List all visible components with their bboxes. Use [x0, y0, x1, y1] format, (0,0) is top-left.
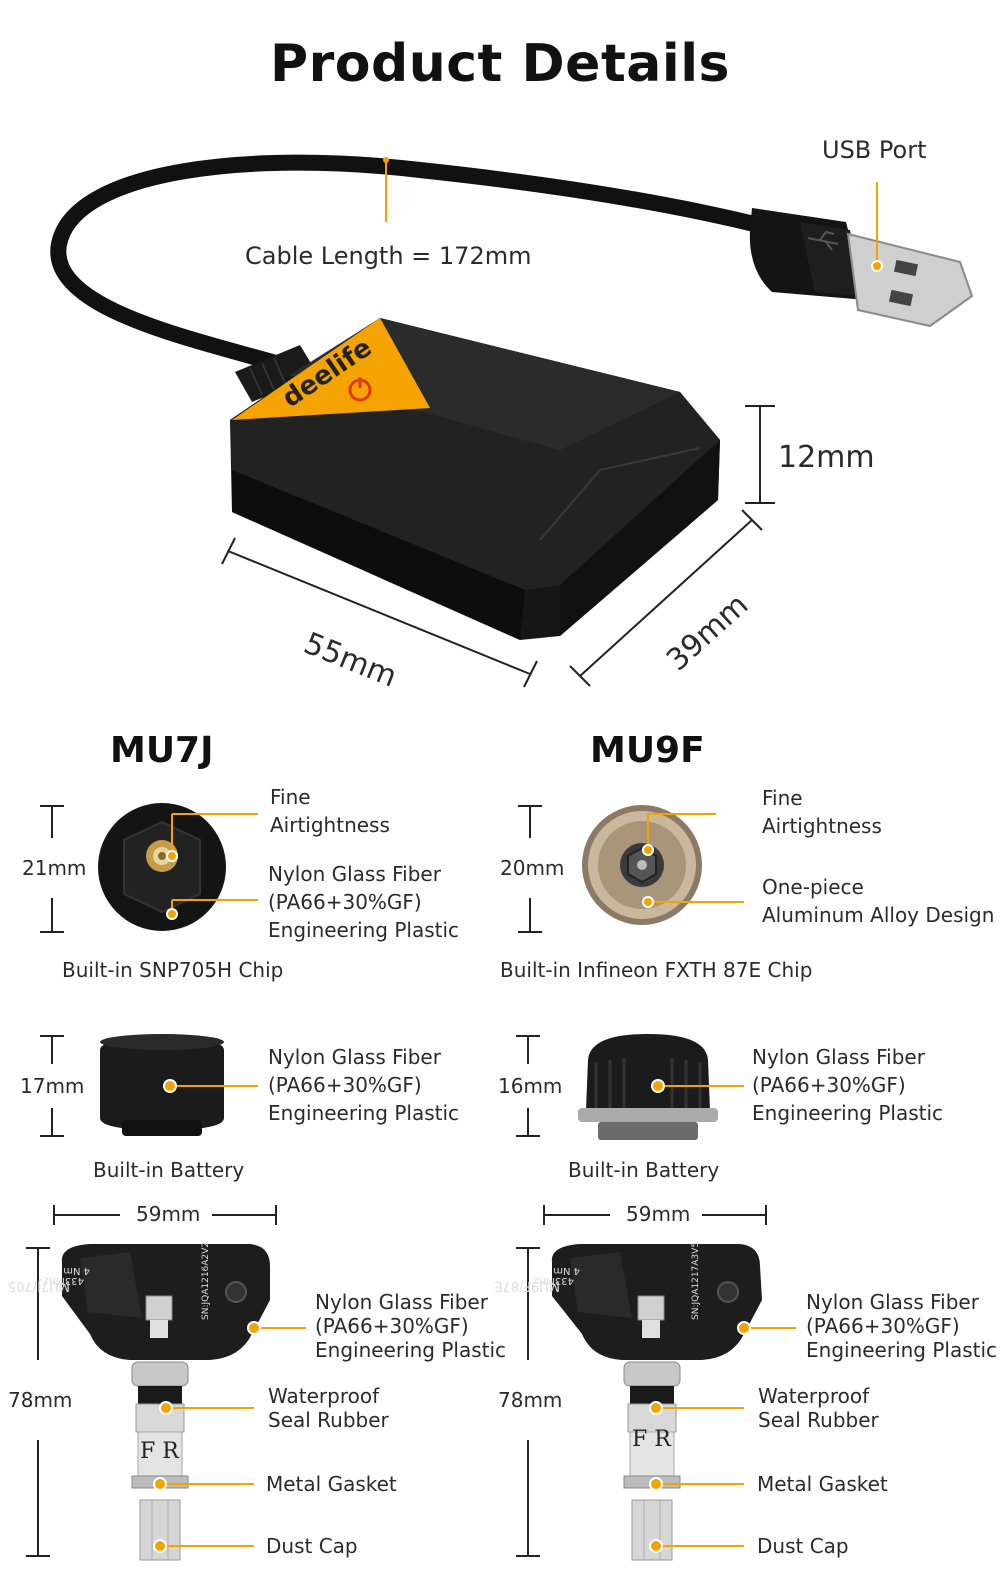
mu7j-valve-marking-model: MU7J/705	[8, 1278, 70, 1293]
mu7j-valve-height: 78mm	[8, 1388, 73, 1412]
mu9f-stem-letters: F R	[632, 1427, 672, 1452]
model-title-mu7j: MU7J	[110, 730, 214, 771]
brand-power-icon	[348, 377, 372, 402]
mu9f-chip-label: Built-in Infineon FXTH 87E Chip	[500, 958, 813, 982]
mu7j-valve-width: 59mm	[136, 1202, 201, 1226]
cable-strain-relief	[235, 345, 318, 402]
mu7j-seal-rubber-label: Waterproof Seal Rubber	[268, 1384, 389, 1432]
mu7j-internal-material-label: Nylon Glass Fiber (PA66+30%GF) Engineeri…	[268, 862, 460, 942]
mu9f-dust-cap-label: Dust Cap	[757, 1534, 849, 1558]
receiver-illustration: deelife	[50, 154, 974, 688]
mu7j-external-material-label: Nylon Glass Fiber (PA66+30%GF) Engineeri…	[268, 1045, 460, 1125]
usb-symbol-icon	[807, 230, 839, 251]
mu9f-external-cap	[586, 1034, 710, 1110]
mu7j-valve-material-label: Nylon Glass Fiber (PA66+30%GF) Engineeri…	[315, 1290, 507, 1362]
mu9f-external-material-label: Nylon Glass Fiber (PA66+30%GF) Engineeri…	[752, 1045, 944, 1125]
mu7j-valve-marking-freq: 433MHz	[44, 1275, 84, 1286]
mu7j-airtightness-label: Fine Airtightness	[270, 785, 390, 837]
mu9f-internal-height: 20mm	[500, 856, 565, 880]
mu9f-valve-material-label: Nylon Glass Fiber (PA66+30%GF) Engineeri…	[806, 1290, 998, 1362]
mu7j-chip-label: Built-in SNP705H Chip	[62, 958, 284, 982]
mu9f-seal-rubber-label: Waterproof Seal Rubber	[758, 1384, 879, 1432]
mu7j-external-cap	[100, 1038, 224, 1130]
mu9f-valve-marking-torque: 4 Nm	[553, 1265, 580, 1276]
mu9f-external-height: 16mm	[498, 1074, 563, 1098]
mu7j-battery-label: Built-in Battery	[93, 1158, 245, 1182]
usb-cable	[50, 154, 778, 378]
usb-port-label: USB Port	[822, 136, 927, 164]
usb-metal-connector	[846, 232, 974, 328]
mu9f-battery-label: Built-in Battery	[568, 1158, 720, 1182]
mu7j-metal-gasket-label: Metal Gasket	[266, 1472, 397, 1496]
mu9f-valve-marking-serial: SN:JQA1217A3V5	[691, 1242, 701, 1320]
receiver-brand-label	[232, 318, 430, 420]
mu9f-valve-marking-freq: 433MHz	[534, 1275, 574, 1286]
mu7j-external-height: 17mm	[20, 1074, 85, 1098]
mu7j-valve-marking-serial: SN:JQA1216A2V2	[201, 1242, 211, 1320]
mu7j-valve-marking-torque: 4 Nm	[63, 1265, 90, 1276]
mu7j-dust-cap-label: Dust Cap	[266, 1534, 358, 1558]
model-title-mu9f: MU9F	[590, 730, 705, 771]
mu9f-airtightness-label: Fine Airtightness	[762, 786, 882, 838]
mu9f-valve-marking-model: MU9F/87E	[494, 1278, 560, 1293]
page-title: Product Details	[270, 34, 730, 94]
height-dimension-label: 12mm	[778, 440, 875, 475]
mu9f-alloy-design-label: One-piece Aluminum Alloy Design	[762, 875, 995, 927]
mu9f-valve-width: 59mm	[626, 1202, 691, 1226]
cable-length-label: Cable Length = 172mm	[245, 242, 532, 270]
mu7j-stem-letters: F R	[140, 1439, 180, 1464]
mu9f-valve-height: 78mm	[498, 1388, 563, 1412]
mu9f-metal-gasket-label: Metal Gasket	[757, 1472, 888, 1496]
mu7j-internal-height: 21mm	[22, 856, 87, 880]
